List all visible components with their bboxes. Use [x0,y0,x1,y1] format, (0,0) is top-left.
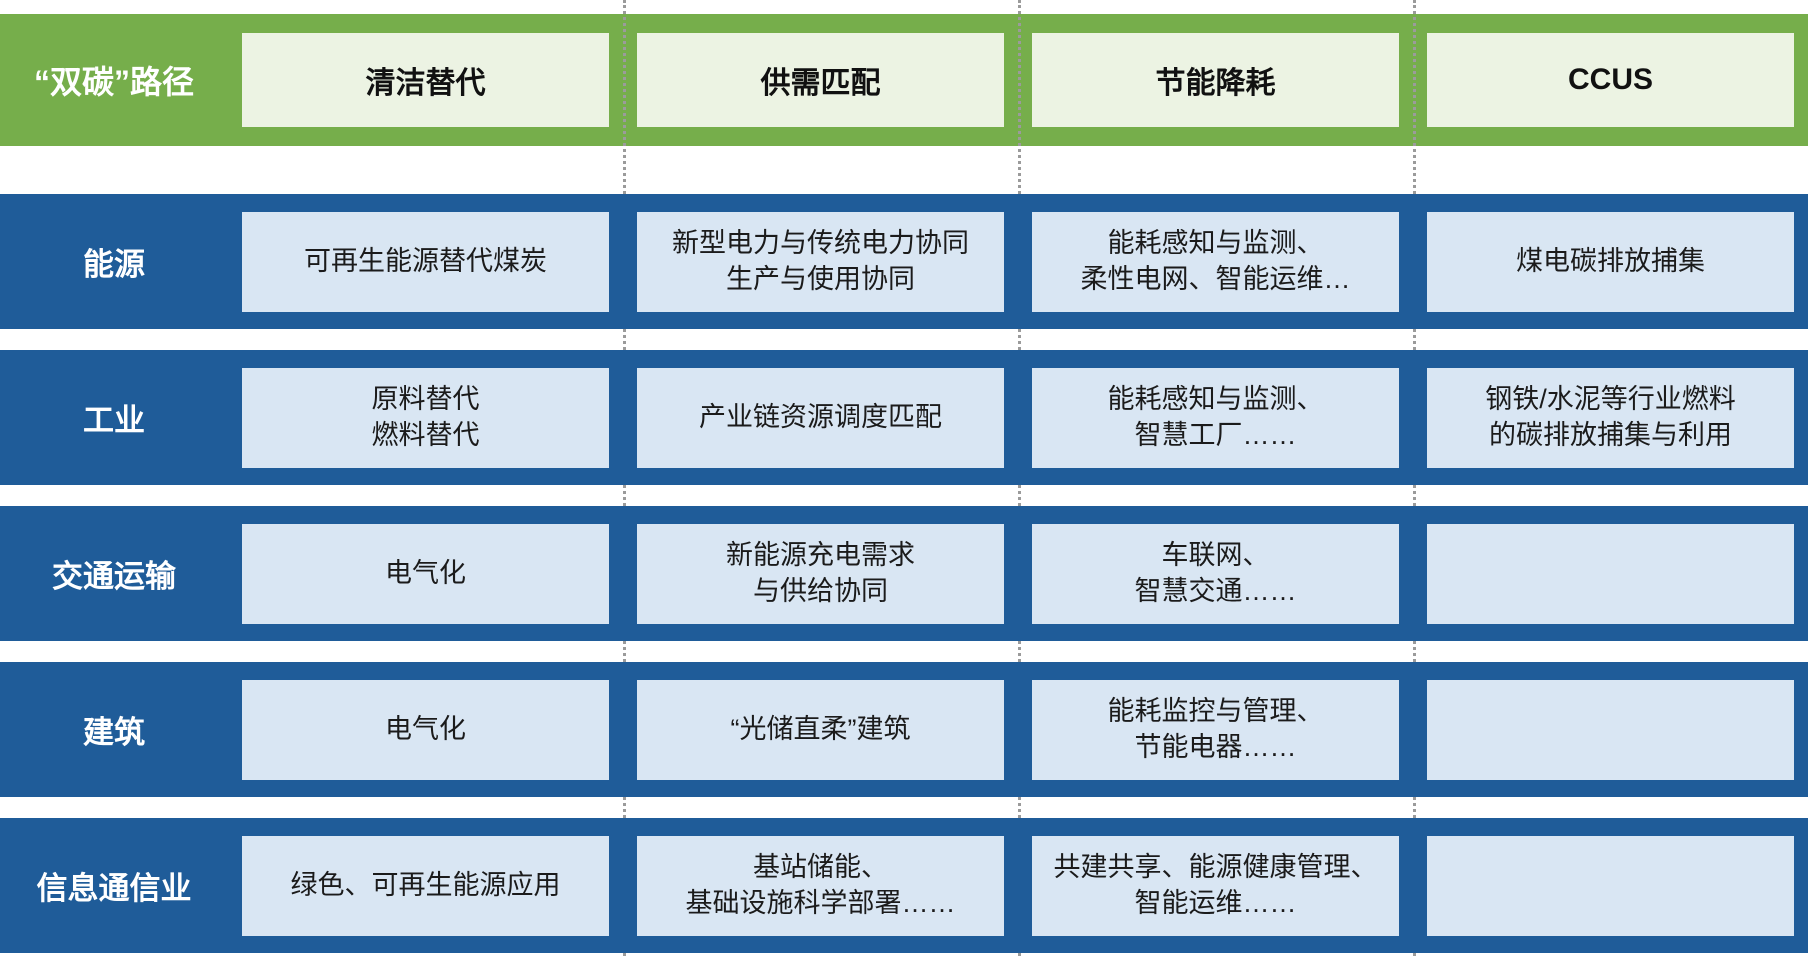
row-label: 信息通信业 [36,871,192,906]
table-row: 工业 原料替代 燃料替代 产业链资源调度匹配 能耗感知与监测、 智慧工厂…… 钢… [0,350,1808,485]
header-cell: CCUS [1413,14,1808,146]
row-label: 工业 [83,403,145,438]
table-cell: 钢铁/水泥等行业燃料 的碳排放捕集与利用 [1413,350,1808,485]
table-cell: 能耗感知与监测、 柔性电网、智能运维… [1018,194,1413,329]
table-cell: 新型电力与传统电力协同 生产与使用协同 [623,194,1018,329]
table-cell [1413,506,1808,641]
cell-box: 产业链资源调度匹配 [637,367,1004,468]
column-header: CCUS [1427,33,1794,127]
table-row: 能源 可再生能源替代煤炭 新型电力与传统电力协同 生产与使用协同 能耗感知与监测… [0,194,1808,329]
table-cell: 可再生能源替代煤炭 [228,194,623,329]
table-cell: 电气化 [228,506,623,641]
cell-box: 新型电力与传统电力协同 生产与使用协同 [637,211,1004,312]
table-row: 建筑 电气化 “光储直柔”建筑 能耗监控与管理、 节能电器…… [0,662,1808,797]
cell-box: “光储直柔”建筑 [637,679,1004,780]
cell-box: 能耗感知与监测、 柔性电网、智能运维… [1032,211,1399,312]
table-cell: 电气化 [228,662,623,797]
cell-box: 电气化 [242,523,609,624]
cell-box: 原料替代 燃料替代 [242,367,609,468]
row-label: 建筑 [83,715,145,750]
table-cell: 能耗监控与管理、 节能电器…… [1018,662,1413,797]
table-cell: “光储直柔”建筑 [623,662,1018,797]
cell-box: 车联网、 智慧交通…… [1032,523,1399,624]
table-cell [1413,662,1808,797]
column-header: 清洁替代 [242,33,609,127]
cell-box: 煤电碳排放捕集 [1427,211,1794,312]
cell-box: 能耗监控与管理、 节能电器…… [1032,679,1399,780]
table-cell: 绿色、可再生能源应用 [228,818,623,953]
table-cell: 共建共享、能源健康管理、 智能运维…… [1018,818,1413,953]
column-header: 节能降耗 [1032,33,1399,127]
corner-label: “双碳”路径 [33,64,194,100]
cell-box: 钢铁/水泥等行业燃料 的碳排放捕集与利用 [1427,367,1794,468]
cell-box [1427,835,1794,936]
cell-box: 新能源充电需求 与供给协同 [637,523,1004,624]
table-row: 交通运输 电气化 新能源充电需求 与供给协同 车联网、 智慧交通…… [0,506,1808,641]
table-cell: 产业链资源调度匹配 [623,350,1018,485]
header-cell: 供需匹配 [623,14,1018,146]
cell-box: 共建共享、能源健康管理、 智能运维…… [1032,835,1399,936]
cell-box: 绿色、可再生能源应用 [242,835,609,936]
header-cell: 节能降耗 [1018,14,1413,146]
cell-box: 能耗感知与监测、 智慧工厂…… [1032,367,1399,468]
table-cell: 车联网、 智慧交通…… [1018,506,1413,641]
table-cell: 能耗感知与监测、 智慧工厂…… [1018,350,1413,485]
cell-box [1427,523,1794,624]
table-cell: 煤电碳排放捕集 [1413,194,1808,329]
header-cell: 清洁替代 [228,14,623,146]
cell-box: 可再生能源替代煤炭 [242,211,609,312]
cell-box: 电气化 [242,679,609,780]
table-cell: 新能源充电需求 与供给协同 [623,506,1018,641]
column-header: 供需匹配 [637,33,1004,127]
cell-box [1427,679,1794,780]
table-row: 信息通信业 绿色、可再生能源应用 基站储能、 基础设施科学部署…… 共建共享、能… [0,818,1808,953]
table-cell: 基站储能、 基础设施科学部署…… [623,818,1018,953]
table-cell [1413,818,1808,953]
row-label: 能源 [83,247,145,282]
cell-box: 基站储能、 基础设施科学部署…… [637,835,1004,936]
table-cell: 原料替代 燃料替代 [228,350,623,485]
header-row: “双碳”路径 清洁替代 供需匹配 节能降耗 CCUS [0,14,1808,146]
row-label: 交通运输 [52,559,176,594]
